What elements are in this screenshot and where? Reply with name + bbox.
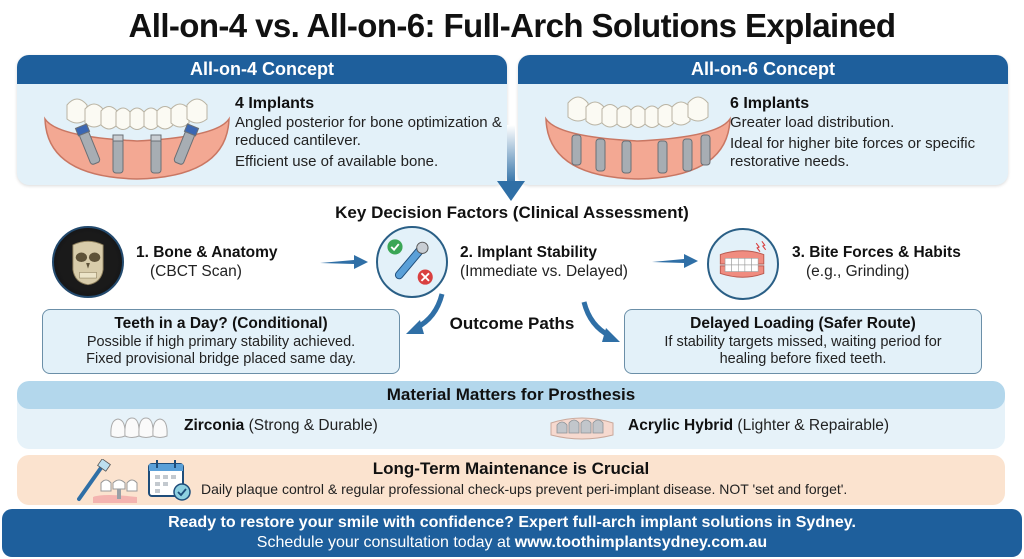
outcome-1-line2: Fixed provisional bridge placed same day… [86,351,356,367]
curved-arrow-left-icon [406,293,445,334]
outcome-delayed-loading: Delayed Loading (Safer Route) If stabili… [624,309,982,374]
acrylic-name: Acrylic Hybrid [628,417,734,434]
factor-implant-stability: 2. Implant Stability (Immediate vs. Dela… [460,243,628,281]
zirconia-name: Zirconia [184,417,245,434]
zirconia-teeth-icon [110,417,168,438]
maintenance-title: Long-Term Maintenance is Crucial [372,459,650,478]
zirconia-desc: (Strong & Durable) [248,417,378,434]
arch-6-implants-icon [545,96,731,180]
torque-wrench-icon [376,226,448,298]
all-on-4-line1: Angled posterior for bone optimization &… [235,114,502,149]
acrylic-desc: (Lighter & Repairable) [737,417,890,434]
cta-schedule-text: Schedule your consultation today at [256,534,515,551]
all-on-6-heading: 6 Implants [730,95,810,112]
factor-2-title: 2. Implant Stability [460,244,597,261]
outcome-2-line1: If stability targets missed, waiting per… [664,334,942,350]
down-arrow-icon [497,125,525,201]
all-on-4-heading: 4 Implants [235,95,315,112]
all-on-4-line2: Efficient use of available bone. [235,153,439,170]
all-on-4-panel: All-on-4 Concept 4 Implants Angled poste… [17,55,507,185]
cta-headline: Ready to restore your smile with confide… [168,514,856,531]
factor-3-title: 3. Bite Forces & Habits [792,244,961,261]
material-section: Material Matters for Prosthesis Zirconia… [17,381,1005,449]
cta-website-link[interactable]: www.toothimplantsydney.com.au [514,534,768,551]
outcome-2-title: Delayed Loading (Safer Route) [690,315,916,332]
cta-schedule: Schedule your consultation today at www.… [2,533,1022,553]
material-acrylic-hybrid: Acrylic Hybrid (Lighter & Repairable) [628,414,889,438]
curved-arrow-right-icon [581,301,620,342]
arch-4-implants-icon [44,98,230,180]
all-on-6-header: All-on-6 Concept [518,55,1008,84]
factor-2-subtitle: (Immediate vs. Delayed) [460,263,628,280]
all-on-6-description: 6 Implants Greater load distribution. Id… [730,95,998,171]
factor-1-title: 1. Bone & Anatomy [136,244,278,261]
factor-3-subtitle: (e.g., Grinding) [806,263,910,280]
acrylic-hybrid-icon [550,417,614,440]
outcome-1-line1: Possible if high primary stability achie… [86,334,356,350]
grinding-teeth-icon [707,228,779,300]
outcome-teeth-in-a-day: Teeth in a Day? (Conditional) Possible i… [42,309,400,374]
outcome-2-line2: healing before fixed teeth. [719,351,887,367]
toothbrush-implant-icon [77,459,138,503]
all-on-6-line2: Ideal for higher bite forces or specific… [730,135,976,170]
all-on-4-description: 4 Implants Angled posterior for bone opt… [235,95,503,171]
factor-bite-forces: 3. Bite Forces & Habits (e.g., Grinding) [792,243,961,281]
decision-factors-title: Key Decision Factors (Clinical Assessmen… [335,203,689,222]
factor-1-subtitle: (CBCT Scan) [150,263,242,280]
page-title: All-on-4 vs. All-on-6: Full-Arch Solutio… [128,7,897,44]
right-arrow-icon [320,255,368,269]
outcome-paths-label: Outcome Paths [449,314,575,333]
all-on-6-line1: Greater load distribution. [730,114,895,131]
material-zirconia: Zirconia (Strong & Durable) [184,414,378,438]
maintenance-section: Long-Term Maintenance is Crucial Daily p… [17,455,1005,505]
calendar-check-icon [148,460,191,501]
factor-bone-anatomy: 1. Bone & Anatomy (CBCT Scan) [136,243,278,281]
skull-cbct-icon [52,226,124,298]
right-arrow-icon [652,254,698,268]
material-title: Material Matters for Prosthesis [17,381,1005,409]
maintenance-text: Daily plaque control & regular professio… [201,481,848,497]
all-on-6-panel: All-on-6 Concept 6 Implants Greater load… [518,55,1008,185]
cta-banner: Ready to restore your smile with confide… [2,509,1022,557]
outcome-1-title: Teeth in a Day? (Conditional) [114,315,328,332]
all-on-4-header: All-on-4 Concept [17,55,507,84]
